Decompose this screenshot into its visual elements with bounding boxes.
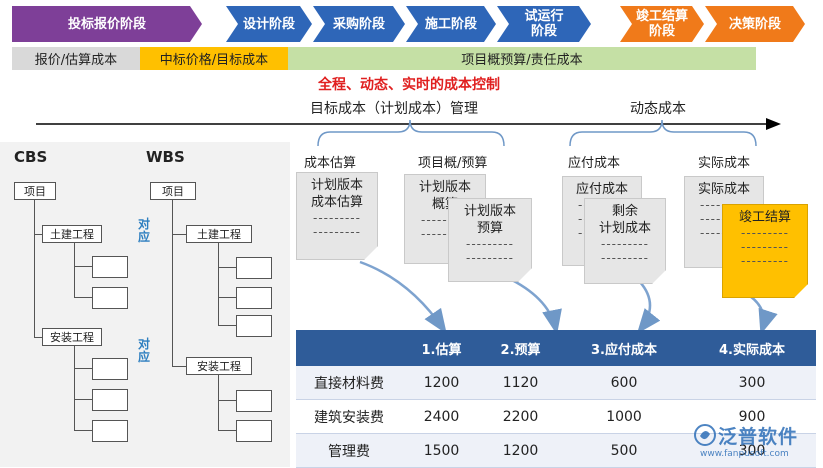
banner-title: 全程、动态、实时的成本控制	[318, 77, 500, 93]
table-header-cell	[296, 330, 402, 366]
table-cell: 600	[560, 366, 688, 400]
doc-estimate: 计划版本成本估算 ------------------	[296, 172, 378, 260]
cbs-subitem-box	[92, 420, 128, 442]
doc-completion-settlement: 竣工结算 ---------------------------	[722, 204, 808, 298]
doc-remaining-plan: 剩余计划成本 ------------------	[584, 198, 666, 284]
wbs-civil-sub-branch	[218, 267, 236, 268]
bar-quote-estimate: 报价/估算成本	[12, 47, 140, 70]
cbs-civil-sub-branch	[74, 297, 92, 298]
wbs-install-sub-branch	[218, 400, 236, 401]
table-cell: 直接材料费	[296, 366, 402, 400]
wbs-branch-civil	[172, 234, 186, 235]
corr-label-civil: 对 应	[138, 217, 151, 244]
wbs-subitem-box	[236, 420, 272, 442]
table-cell: 1500	[402, 433, 482, 468]
wbs-trunk	[172, 200, 173, 366]
stage-trial-run: 试运行 阶段	[497, 6, 591, 42]
cbs-install-sub-branch	[74, 368, 92, 369]
flow-arrow-payable	[636, 281, 661, 334]
col-title-estimate: 成本估算	[304, 156, 357, 171]
bar-bid-target: 中标价格/目标成本	[140, 47, 288, 70]
table-cell: 2400	[402, 399, 482, 434]
table-header-cell: 1.估算	[402, 330, 482, 366]
corr-label-install: 对 应	[138, 337, 151, 364]
table-cell: 1000	[560, 399, 688, 434]
dynamic-cost-label: 动态成本	[630, 101, 686, 117]
cbs-install-sub-branch	[74, 430, 92, 431]
table-cell: 建筑安装费	[296, 399, 402, 434]
brand-logo-icon	[694, 424, 716, 446]
table-header-row: 1.估算 2.预算 3.应付成本 4.实际成本	[296, 330, 816, 366]
flow-arrow-budget	[511, 278, 562, 335]
cbs-civil-sub-branch	[74, 266, 92, 267]
col-title-budget: 项目概/预算	[418, 156, 488, 171]
table-header-cell: 2.预算	[481, 330, 561, 366]
table-cell: 1200	[481, 433, 561, 468]
cbs-subitem-box	[92, 389, 128, 411]
wbs-subitem-box	[236, 390, 272, 412]
cbs-civil-sub-trunk	[74, 243, 75, 298]
table-row: 建筑安装费 2400 2200 1000 900	[296, 399, 816, 434]
target-cost-label: 目标成本（计划成本）管理	[310, 101, 478, 117]
cbs-install-sub-trunk	[74, 346, 75, 431]
table-row: 管理费 1500 1200 500 300	[296, 433, 816, 468]
wbs-node-project: 项目	[150, 182, 196, 200]
brace-dynamic	[569, 119, 757, 147]
col-title-actual: 实际成本	[698, 156, 751, 171]
wbs-subitem-box	[236, 287, 272, 309]
table-header-cell: 3.应付成本	[560, 330, 688, 366]
table-cell: 900	[688, 399, 816, 434]
stage-decision: 决策阶段	[705, 6, 805, 42]
wbs-civil-sub-trunk	[218, 243, 219, 326]
table-cell: 2200	[481, 399, 561, 434]
table-cell: 管理费	[296, 433, 402, 468]
table-cell: 300	[688, 433, 816, 468]
stage-construction: 施工阶段	[406, 6, 496, 42]
watermark-url: www.fanpusoft.com	[700, 449, 789, 459]
table-header-cell: 4.实际成本	[688, 330, 816, 366]
stage-design: 设计阶段	[226, 6, 312, 42]
wbs-node-install: 安装工程	[186, 357, 252, 375]
watermark: 泛普软件 www.fanpusoft.com	[694, 420, 816, 464]
wbs-subitem-box	[236, 315, 272, 337]
table-cell: 1200	[402, 366, 482, 400]
cbs-node-install: 安装工程	[42, 328, 102, 346]
watermark-brand: 泛普软件	[718, 426, 799, 448]
cbs-branch-install	[34, 337, 42, 338]
wbs-subitem-box	[236, 257, 272, 279]
brace-target	[317, 119, 505, 147]
cbs-node-project: 项目	[14, 182, 56, 200]
table-row: 直接材料费 1200 1120 600 300	[296, 366, 816, 400]
stage-completion-settlement: 竣工结算 阶段	[620, 6, 704, 42]
cbs-trunk	[34, 200, 35, 338]
stage-procurement: 采购阶段	[313, 6, 405, 42]
bar-budget-responsibility: 项目概预算/责任成本	[288, 47, 756, 70]
cbs-node-civil: 土建工程	[42, 225, 102, 243]
col-title-payable: 应付成本	[568, 156, 621, 171]
table-cell: 500	[560, 433, 688, 468]
table-cell: 1120	[481, 366, 561, 400]
wbs-install-sub-branch	[218, 430, 236, 431]
wbs-node-civil: 土建工程	[186, 225, 252, 243]
cbs-branch-civil	[34, 234, 42, 235]
cbs-subitem-box	[92, 256, 128, 278]
wbs-title: WBS	[146, 148, 185, 166]
cbs-install-sub-branch	[74, 399, 92, 400]
cbs-subitem-box	[92, 287, 128, 309]
cbs-subitem-box	[92, 358, 128, 380]
flow-arrow-estimate	[359, 260, 447, 335]
wbs-civil-sub-branch	[218, 297, 236, 298]
stage-bidding: 投标报价阶段	[12, 6, 202, 42]
wbs-branch-install	[172, 366, 186, 367]
cost-table: 1.估算 2.预算 3.应付成本 4.实际成本 直接材料费 1200 1120 …	[296, 330, 816, 468]
wbs-install-sub-trunk	[218, 375, 219, 431]
cbs-title: CBS	[14, 148, 48, 166]
doc-budget: 计划版本预算 ------------------	[448, 198, 532, 282]
table-cell: 300	[688, 366, 816, 400]
wbs-civil-sub-branch	[218, 325, 236, 326]
